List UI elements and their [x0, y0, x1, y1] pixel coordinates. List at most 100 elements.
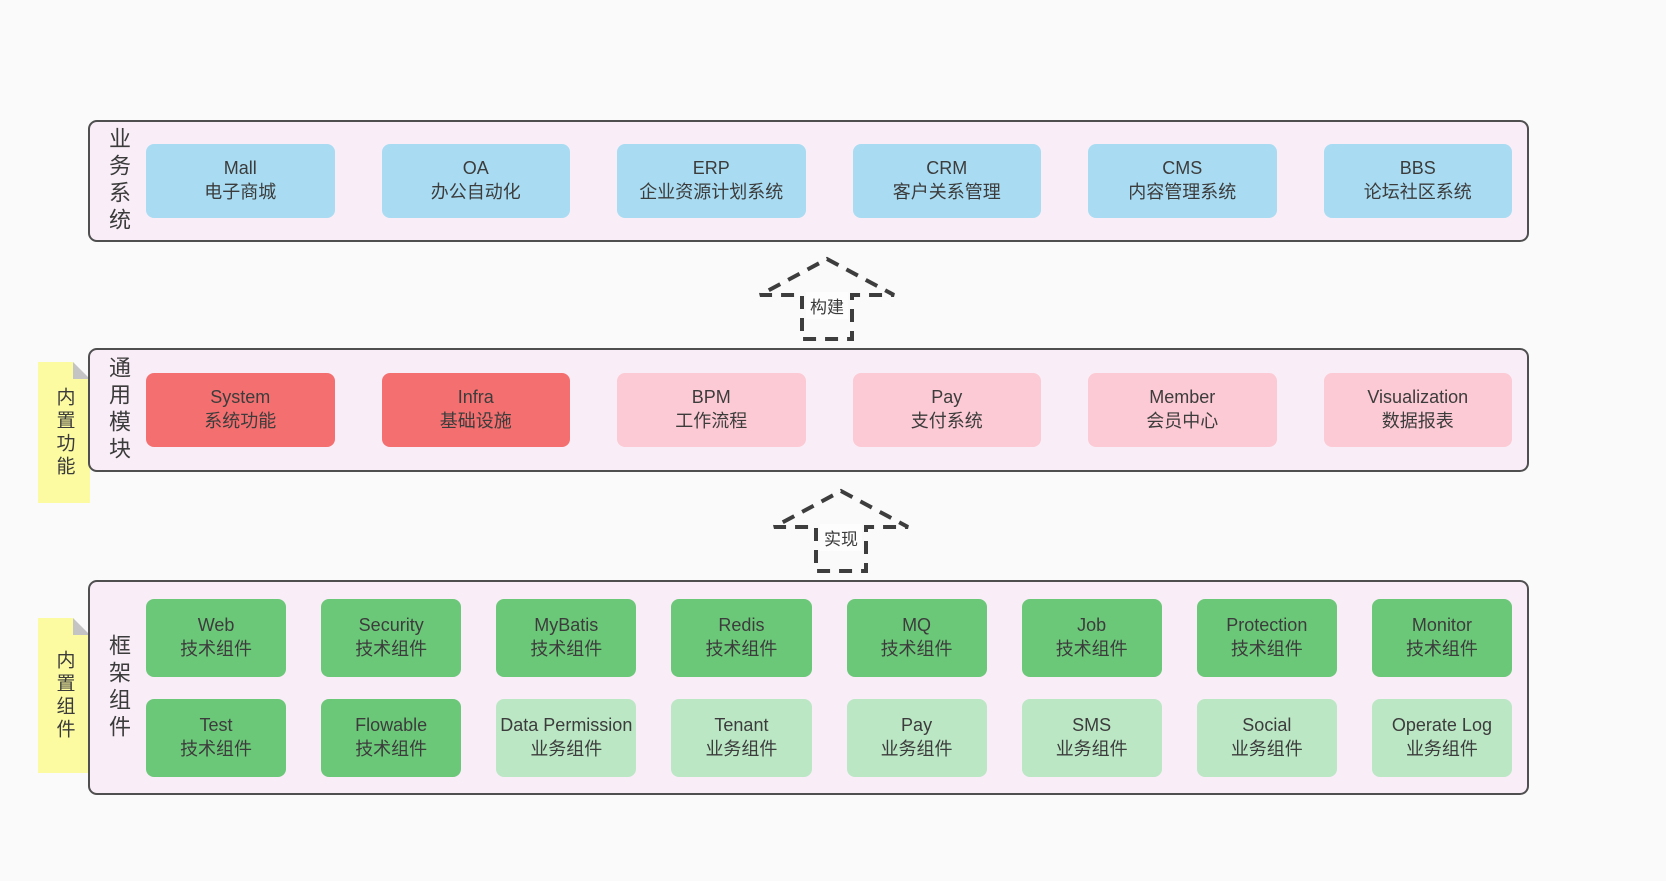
module-box-subtitle: 系统功能 [204, 411, 277, 431]
module-box-security: Security 技术组件 [321, 598, 462, 677]
arrow-build: 构建 [757, 256, 897, 342]
module-box-subtitle: 业务组件 [705, 738, 778, 759]
module-box-crm: CRM 客户关系管理 [852, 144, 1041, 218]
module-box-title: Security [358, 614, 424, 635]
module-box-subtitle: 内容管理系统 [1128, 182, 1237, 202]
module-box-title: SMS [1072, 714, 1112, 735]
arrow-implement: 实现 [771, 488, 911, 574]
module-box-title: MQ [902, 614, 932, 635]
module-box-subtitle: 业务组件 [880, 738, 953, 759]
module-box-title: Tenant [714, 714, 769, 735]
module-box-subtitle: 数据报表 [1381, 411, 1454, 431]
module-box-title: System [210, 387, 271, 408]
module-box-title: Test [199, 714, 233, 735]
module-box-subtitle: 工作流程 [675, 411, 748, 431]
sticky-note-built-in-components: 内置组件 [38, 618, 90, 773]
module-box-title: Redis [718, 614, 765, 635]
sticky-note-built-in-features: 内置功能 [38, 362, 90, 503]
module-box-subtitle: 技术组件 [1230, 638, 1303, 659]
module-box-tenant: Tenant 业务组件 [671, 698, 812, 777]
module-box-social: Social 业务组件 [1196, 698, 1337, 777]
module-box-subtitle: 技术组件 [355, 738, 428, 759]
dashed-up-arrow-icon [773, 488, 909, 573]
module-box-subtitle: 技术组件 [1405, 638, 1478, 659]
module-box-title: OA [462, 158, 489, 179]
module-box-title: Web [197, 614, 235, 635]
module-box-title: Protection [1226, 614, 1308, 635]
module-box-member: Member 会员中心 [1088, 373, 1277, 447]
module-box-title: Flowable [355, 714, 428, 735]
band-label-framework-components: 框架组件 [106, 633, 131, 742]
module-box-title: Social [1242, 714, 1292, 735]
module-box-pay: Pay 业务组件 [846, 698, 987, 777]
module-box-mall: Mall 电子商城 [146, 144, 335, 218]
module-box-subtitle: 技术组件 [705, 638, 778, 659]
module-box-subtitle: 论坛社区系统 [1363, 182, 1472, 202]
module-box-web: Web 技术组件 [146, 598, 287, 677]
module-box-subtitle: 会员中心 [1146, 411, 1219, 431]
module-box-subtitle: 技术组件 [1055, 638, 1128, 659]
module-box-test: Test 技术组件 [146, 698, 287, 777]
module-box-subtitle: 技术组件 [180, 738, 253, 759]
module-box-title: Operate Log [1391, 714, 1492, 735]
module-box-subtitle: 技术组件 [880, 638, 953, 659]
module-box-title: Pay [931, 387, 963, 408]
module-box-title: CMS [1162, 158, 1203, 179]
module-box-title: Infra [457, 387, 494, 408]
module-box-infra: Infra 基础设施 [381, 373, 570, 447]
module-box-subtitle: 企业资源计划系统 [639, 182, 784, 202]
module-box-subtitle: 办公自动化 [430, 182, 521, 202]
dashed-up-arrow-icon [759, 256, 895, 341]
arrow-build-label: 构建 [806, 292, 848, 319]
module-box-title: CRM [926, 158, 968, 179]
module-box-subtitle: 技术组件 [355, 638, 428, 659]
module-box-operate-log: Operate Log 业务组件 [1371, 698, 1512, 777]
module-box-subtitle: 客户关系管理 [892, 182, 1001, 202]
module-box-redis: Redis 技术组件 [671, 598, 812, 677]
module-box-monitor: Monitor 技术组件 [1371, 598, 1512, 677]
band-common-modules: 通用模块 System 系统功能 Infra 基础设施 BPM 工作流程 Pay 支付系统 Me… [88, 348, 1529, 472]
module-box-title: Member [1149, 387, 1216, 408]
module-box-subtitle: 基础设施 [439, 411, 512, 431]
module-box-title: Job [1077, 614, 1107, 635]
module-box-title: BBS [1399, 158, 1436, 179]
module-box-protection: Protection 技术组件 [1196, 598, 1337, 677]
module-box-title: Pay [901, 714, 933, 735]
module-box-bbs: BBS 论坛社区系统 [1323, 144, 1512, 218]
module-box-subtitle: 支付系统 [910, 411, 983, 431]
module-box-title: MyBatis [534, 614, 599, 635]
module-box-subtitle: 技术组件 [180, 638, 253, 659]
module-box-cms: CMS 内容管理系统 [1088, 144, 1277, 218]
module-box-title: Data Permission [500, 714, 633, 735]
module-box-flowable: Flowable 技术组件 [321, 698, 462, 777]
module-box-mybatis: MyBatis 技术组件 [496, 598, 637, 677]
module-box-title: Monitor [1411, 614, 1472, 635]
module-box-system: System 系统功能 [146, 373, 335, 447]
module-box-pay: Pay 支付系统 [852, 373, 1041, 447]
module-box-bpm: BPM 工作流程 [617, 373, 806, 447]
module-box-mq: MQ 技术组件 [846, 598, 987, 677]
band-label-business-systems: 业务系统 [106, 127, 131, 235]
module-box-job: Job 技术组件 [1021, 598, 1162, 677]
module-box-oa: OA 办公自动化 [381, 144, 570, 218]
band-label-common-modules: 通用模块 [106, 356, 131, 464]
module-box-subtitle: 技术组件 [530, 638, 603, 659]
arrow-implement-label: 实现 [820, 524, 862, 551]
module-box-title: Mall [223, 158, 257, 179]
module-box-subtitle: 业务组件 [1230, 738, 1303, 759]
module-box-subtitle: 业务组件 [1405, 738, 1478, 759]
module-box-title: BPM [691, 387, 731, 408]
module-box-subtitle: 电子商城 [204, 182, 277, 202]
module-row: System 系统功能 Infra 基础设施 BPM 工作流程 Pay 支付系统 Member 会… [146, 373, 1512, 447]
